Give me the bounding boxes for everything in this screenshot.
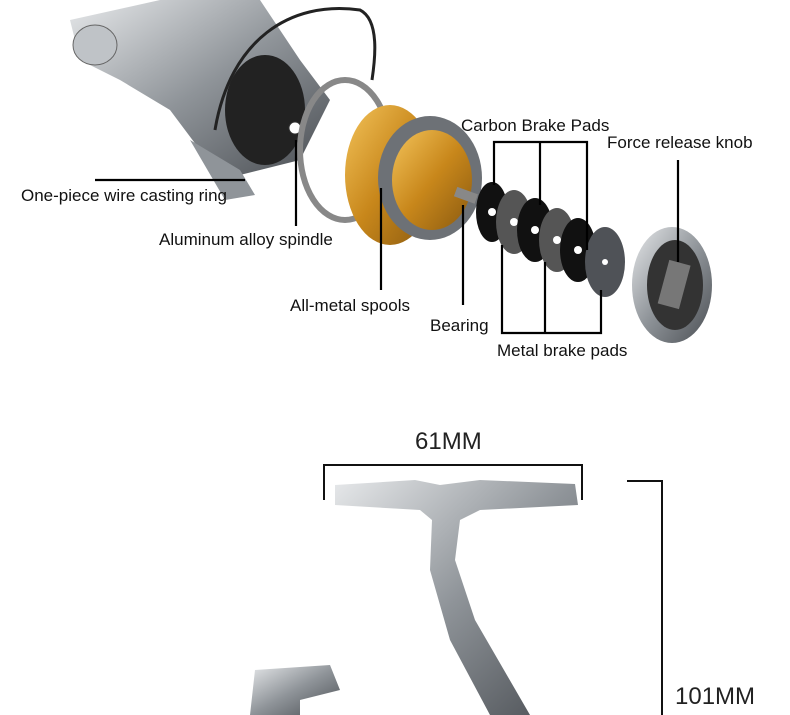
brake-pads [476,182,625,297]
label-knob: Force release knob [607,133,753,152]
dimension-lines [323,464,663,715]
spool [345,105,482,245]
label-spools: All-metal spools [290,296,410,315]
label-metal-pads: Metal brake pads [497,341,628,360]
label-bearing: Bearing [430,316,489,335]
leader-lines [95,140,680,335]
label-casting-ring: One-piece wire casting ring [21,186,227,205]
dimension-width: 61MM [415,428,482,455]
label-spindle: Aluminum alloy spindle [159,230,333,249]
handle [250,480,578,715]
label-carbon-pads: Carbon Brake Pads [461,116,610,135]
drag-knob [632,227,712,343]
reel-body [70,0,377,200]
dimension-height: 101MM [675,683,756,710]
